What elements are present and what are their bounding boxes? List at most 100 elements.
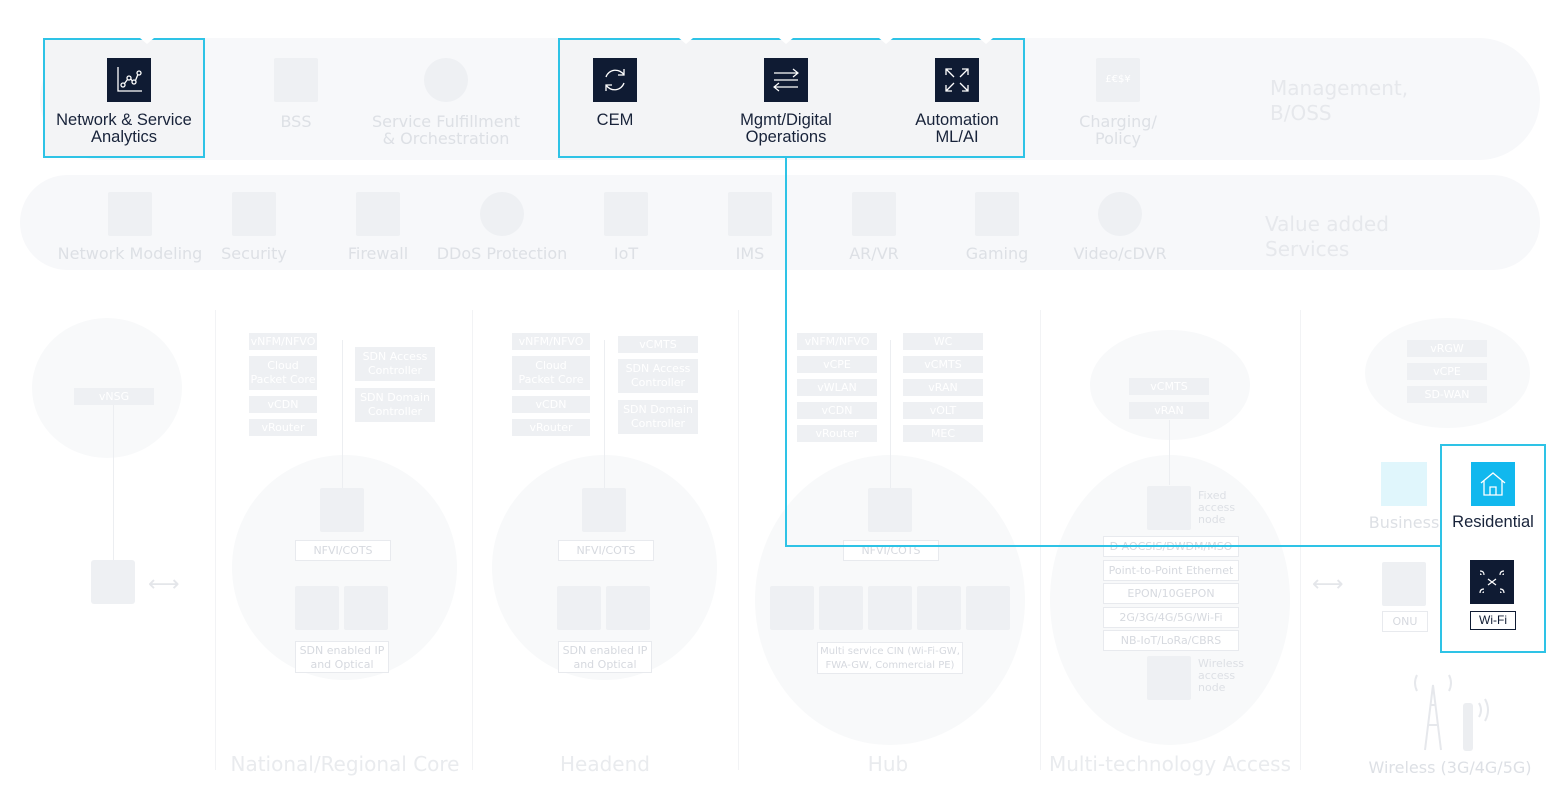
firewall-icon [356, 192, 400, 236]
separator-2 [472, 310, 473, 770]
customer-vcpe: vCPE [1407, 363, 1487, 380]
separator-1 [215, 310, 216, 770]
house-icon[interactable] [1471, 462, 1515, 506]
ims-icon [728, 192, 772, 236]
onu-icon [1382, 562, 1426, 606]
cem-icon[interactable] [593, 58, 637, 102]
hub-cin: Multi service CIN (Wi-Fi-GW, FWA-GW, Com… [817, 642, 963, 674]
headend-line [604, 340, 605, 490]
headend-title: Headend [560, 752, 650, 776]
hub-optical-icon [917, 586, 961, 630]
bss-icon [274, 58, 318, 102]
headend-sdn-domain: SDN Domain Controller [618, 400, 698, 434]
customer-vrgw: vRGW [1407, 340, 1487, 357]
connector-vertical [785, 157, 787, 547]
core-title: National/Regional Core [230, 752, 460, 776]
ims-label: IMS [735, 244, 765, 263]
analytics-label: Network & Service Analytics [56, 111, 192, 146]
hub-optical-2-icon [966, 586, 1010, 630]
core-sdn: SDN enabled IP and Optical [295, 641, 389, 673]
headend-sdn-access: SDN Access Controller [618, 359, 698, 393]
analytics-icon[interactable] [107, 58, 151, 102]
network-modeling-label: Network Modeling [57, 244, 203, 263]
security-label: Security [221, 244, 287, 263]
charging-label: Charging/ Policy [1079, 112, 1157, 148]
edge-line [113, 405, 114, 560]
analytics-notch [140, 38, 154, 44]
firewall-label: Firewall [347, 244, 409, 263]
business-icon [1381, 462, 1427, 506]
access-tech-4: 2G/3G/4G/5G/Wi-Fi [1103, 607, 1239, 628]
core-vnfm: vNFM/NFVO [249, 333, 317, 350]
core-nfvi: NFVI/COTS [295, 540, 391, 561]
management-heading: Management, B/OSS [1270, 76, 1409, 125]
hub-vnfm: vNFM/NFVO [797, 333, 877, 350]
hub-vcmts: vCMTS [903, 356, 983, 373]
automation-icon[interactable] [935, 58, 979, 102]
ops-notch-2 [779, 38, 793, 44]
onu-label: ONU [1382, 611, 1428, 632]
mgmt-label: Mgmt/Digital Operations [740, 111, 832, 146]
hub-vrouter: vRouter [797, 425, 877, 442]
access-line [1169, 420, 1170, 485]
ops-notch-3 [879, 38, 893, 44]
mgmt-icon[interactable] [764, 58, 808, 102]
video-label: Video/cDVR [1073, 244, 1167, 263]
ar-vr-label: AR/VR [849, 244, 899, 263]
service-fulfillment-icon [424, 58, 468, 102]
wireless-label: Wireless (3G/4G/5G) [1368, 758, 1532, 777]
fixed-node-icon [1147, 486, 1191, 530]
headend-server-icon [557, 586, 601, 630]
access-vcmts: vCMTS [1129, 378, 1209, 395]
core-sdn-domain: SDN Domain Controller [355, 388, 435, 422]
charging-icon: £€$¥ [1096, 58, 1140, 102]
headend-vcdn: vCDN [512, 396, 590, 413]
separator-5 [1300, 310, 1301, 770]
security-icon [232, 192, 276, 236]
headend-optical-icon [606, 586, 650, 630]
core-vrouter: vRouter [249, 419, 317, 436]
core-packet-core: Cloud Packet Core [249, 356, 317, 390]
connector-horizontal [785, 545, 1441, 547]
gaming-icon [975, 192, 1019, 236]
headend-vnfm: vNFM/NFVO [512, 333, 590, 350]
headend-vrouter: vRouter [512, 419, 590, 436]
currency-text: £€$¥ [1105, 74, 1131, 85]
hub-vwlan: vWLAN [797, 379, 877, 396]
hub-cross-icon [868, 586, 912, 630]
value-added-heading: Value added Services [1265, 212, 1389, 261]
service-fulfillment-label: Service Fulfillment & Orchestration [372, 112, 520, 148]
hub-title: Hub [867, 752, 909, 776]
headend-vcmts: vCMTS [618, 336, 698, 353]
core-vcdn: vCDN [249, 396, 317, 413]
tower-icon [1414, 674, 1489, 751]
business-label: Business [1368, 513, 1440, 532]
hub-vran: vRAN [903, 379, 983, 396]
globe-icon [91, 560, 135, 604]
core-switch-icon [320, 488, 364, 532]
ops-notch-4 [979, 38, 993, 44]
core-optical-icon [344, 586, 388, 630]
access-tech-2: Point-to-Point Ethernet [1103, 560, 1239, 581]
separator-3 [738, 310, 739, 770]
access-tech-3: EPON/10GEPON [1103, 583, 1239, 604]
gaming-label: Gaming [965, 244, 1029, 263]
bss-label: BSS [280, 112, 312, 131]
access-title: Multi-technology Access [1049, 752, 1291, 776]
automation-label: Automation ML/AI [915, 111, 999, 146]
core-server-icon [295, 586, 339, 630]
wifi-icon[interactable] [1470, 560, 1514, 604]
headend-packet-core: Cloud Packet Core [512, 356, 590, 390]
iot-label: IoT [613, 244, 639, 263]
core-line [342, 340, 343, 490]
wireless-node-label: Wireless access node [1198, 657, 1245, 694]
headend-switch-icon [582, 488, 626, 532]
ddos-protection-label: DDoS Protection [436, 244, 568, 263]
wireless-node-icon [1147, 656, 1191, 700]
cem-label: CEM [596, 111, 634, 129]
iot-icon [604, 192, 648, 236]
headend-sdn: SDN enabled IP and Optical [558, 641, 652, 673]
separator-4 [1040, 310, 1041, 770]
headend-nfvi: NFVI/COTS [558, 540, 654, 561]
access-tech-5: NB-IoT/LoRa/CBRS [1103, 630, 1239, 651]
